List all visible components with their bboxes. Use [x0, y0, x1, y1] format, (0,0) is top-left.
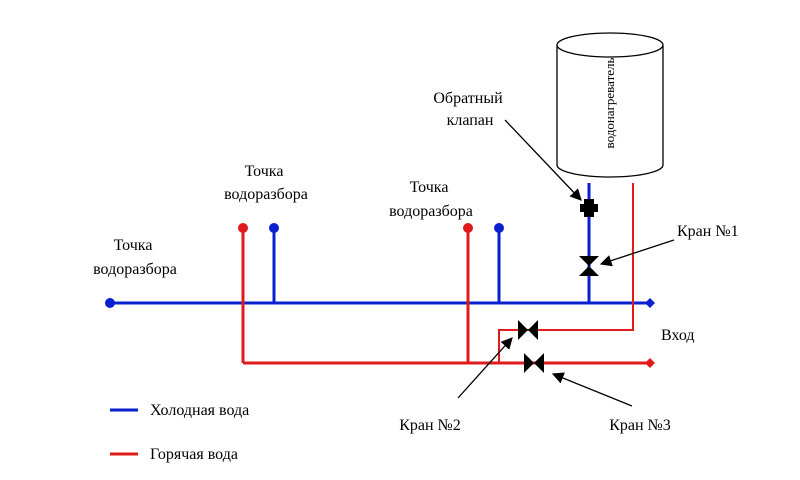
tap-point-label-middle: Точка водоразбора: [224, 163, 308, 203]
hot-tap-point-2: [463, 223, 473, 233]
cold-water-pipes: [110, 183, 650, 305]
hot-tap-point-1: [238, 223, 248, 233]
inlet-label: Вход: [661, 327, 695, 344]
cold-inlet-diamond: [645, 298, 655, 308]
water-heater: водонагреватель: [556, 32, 664, 178]
valve-1-leader-arrow: [599, 239, 675, 267]
cold-tap-point-1: [269, 223, 279, 233]
cold-tap-point-2: [494, 223, 504, 233]
valve-2-leader-arrow: [457, 337, 513, 399]
valve-2-label: Кран №2: [399, 417, 461, 434]
tap-point-label-right: Точка водоразбора: [389, 179, 473, 220]
tap-point-label-left: Точка водоразбора: [93, 237, 177, 278]
hot-water-pipes: [241, 183, 650, 365]
check-valve-leader-arrow: [504, 119, 582, 201]
water-heater-label: водонагреватель: [602, 57, 617, 148]
check-valve-label: Обратный клапан: [433, 90, 506, 129]
check-valve-symbol: [580, 199, 598, 217]
legend-cold-label: Холодная вода: [150, 402, 249, 419]
hot-heater-outlet: [498, 183, 634, 363]
valve-3-symbol: [524, 353, 544, 373]
valve-3-leader-arrow: [551, 372, 633, 407]
legend: Холодная вода Горячая вода: [110, 402, 249, 463]
valve-3-label: Кран №3: [609, 417, 671, 434]
valve-1-label: Кран №1: [677, 223, 739, 240]
cold-endpoint: [105, 298, 115, 308]
valve-1-symbol: [579, 256, 599, 276]
valve-2-symbol: [518, 320, 538, 340]
legend-hot-label: Горячая вода: [150, 446, 238, 463]
hot-inlet-diamond: [645, 358, 655, 368]
